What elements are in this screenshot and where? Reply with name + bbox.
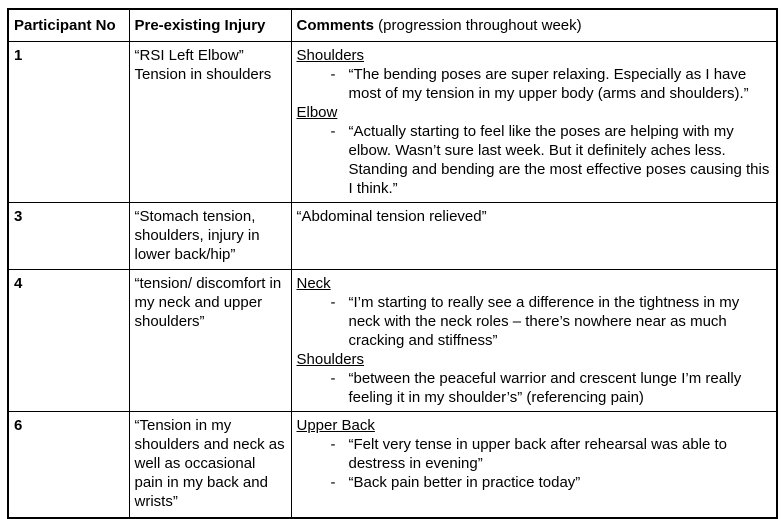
comments-cell[interactable]: Neck-“I’m starting to really see a diffe… [290, 269, 778, 412]
injury-cell[interactable]: “Tension in my shoulders and neck as wel… [128, 411, 292, 518]
comments-cell[interactable]: “Abdominal tension relieved” [290, 202, 778, 270]
bullet-dash-marker: - [330, 123, 336, 140]
comment-section-heading: Shoulders [296, 351, 365, 368]
comment-section-heading: Neck [296, 275, 331, 292]
comment-bullet: -“Actually starting to feel like the pos… [297, 122, 772, 198]
comment-bullet-text: “Felt very tense in upper back after reh… [348, 436, 728, 472]
bullet-dash-marker: - [330, 66, 336, 83]
header-row: Participant No Pre-existing Injury Comme… [7, 8, 778, 42]
header-comments: Comments (progression throughout week) [290, 8, 778, 42]
participant-number: 4 [14, 275, 23, 292]
comment-bullet-text: “Actually starting to feel like the pose… [348, 123, 770, 197]
participant-cell[interactable]: 4 [7, 269, 130, 412]
bullet-dash-marker: - [330, 474, 336, 491]
comment-bullet: -“The bending poses are super relaxing. … [297, 65, 772, 103]
comment-bullet-text: “between the peaceful warrior and cresce… [348, 370, 742, 406]
injury-text: “RSI Left Elbow” [134, 47, 244, 64]
comment-bullet: -“Felt very tense in upper back after re… [297, 435, 772, 473]
participant-number: 1 [14, 47, 23, 64]
header-comments-note: (progression throughout week) [374, 17, 582, 34]
comment-text: “Abdominal tension relieved” [296, 208, 487, 225]
comment-bullet: -“I’m starting to really see a differenc… [297, 293, 772, 350]
injury-text: “Stomach tension, shoulders, injury in l… [134, 208, 260, 263]
comment-section-heading: Shoulders [296, 47, 365, 64]
comments-cell[interactable]: Shoulders-“The bending poses are super r… [290, 41, 778, 203]
table-row: 1 “RSI Left Elbow” Tension in shoulders Sho… [7, 41, 778, 203]
comment-section-heading: Upper Back [296, 417, 375, 434]
injury-text: Tension in shoulders [134, 66, 272, 83]
participant-table: Participant No Pre-existing Injury Comme… [7, 8, 778, 519]
table-row: 6 “Tension in my shoulders and neck as we… [7, 411, 778, 518]
header-pre-existing-injury: Pre-existing Injury [128, 8, 292, 42]
comment-bullet-text: “Back pain better in practice today” [348, 474, 581, 491]
header-comments-title: Comments [296, 17, 375, 34]
injury-text: “tension/ discomfort in my neck and uppe… [134, 275, 282, 330]
injury-cell[interactable]: “RSI Left Elbow” Tension in shoulders [128, 41, 292, 203]
comment-bullet: -“between the peaceful warrior and cresc… [297, 369, 772, 407]
comment-section-heading: Elbow [296, 104, 338, 121]
participant-number: 6 [14, 417, 23, 434]
table-row: 4 “tension/ discomfort in my neck and upp… [7, 269, 778, 412]
participant-cell[interactable]: 1 [7, 41, 130, 203]
participant-cell[interactable]: 3 [7, 202, 130, 270]
injury-cell[interactable]: “Stomach tension, shoulders, injury in l… [128, 202, 292, 270]
participant-cell[interactable]: 6 [7, 411, 130, 518]
bullet-dash-marker: - [330, 436, 336, 453]
injury-text: “Tension in my shoulders and neck as wel… [134, 417, 285, 510]
table-row: 3 “Stomach tension, shoulders, injury in … [7, 202, 778, 270]
bullet-dash-marker: - [330, 370, 336, 387]
comments-cell[interactable]: Upper Back-“Felt very tense in upper bac… [290, 411, 778, 518]
injury-cell[interactable]: “tension/ discomfort in my neck and uppe… [128, 269, 292, 412]
bullet-dash-marker: - [330, 294, 336, 311]
header-participant-no: Participant No [7, 8, 130, 42]
comment-bullet-text: “The bending poses are super relaxing. E… [348, 66, 749, 102]
comment-bullet: -“Back pain better in practice today” [297, 473, 772, 492]
comment-bullet-text: “I’m starting to really see a difference… [348, 294, 740, 349]
participant-number: 3 [14, 208, 23, 225]
